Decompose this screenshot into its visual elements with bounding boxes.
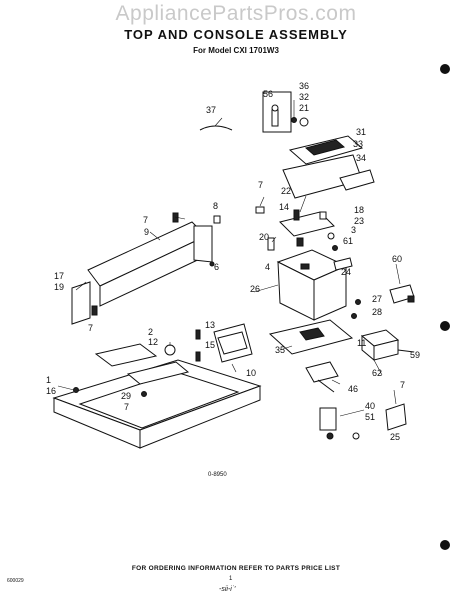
callout-31: 31 bbox=[356, 127, 366, 137]
callout-21: 21 bbox=[299, 103, 309, 113]
part-screws-36-32-21 bbox=[291, 100, 309, 127]
diagram-title: TOP AND CONSOLE ASSEMBLY bbox=[124, 27, 348, 42]
callout-33: 33 bbox=[353, 139, 363, 149]
callout-51: 51 bbox=[365, 412, 375, 422]
part-bracket-6 bbox=[209, 261, 215, 267]
callout-40: 40 bbox=[365, 401, 375, 411]
binder-hole-top bbox=[440, 64, 450, 74]
callout-60: 60 bbox=[392, 254, 402, 264]
callout-22: 22 bbox=[281, 186, 291, 196]
part-wire-59 bbox=[397, 349, 415, 353]
callout-36: 36 bbox=[299, 81, 309, 91]
part-panel-10 bbox=[213, 323, 253, 363]
part-bracket-25 bbox=[385, 403, 407, 431]
callout-37: 37 bbox=[206, 105, 216, 115]
part-fastener-20 bbox=[267, 237, 275, 251]
callout-7-console: 7 bbox=[258, 180, 263, 190]
callout-18: 18 bbox=[354, 205, 364, 215]
part-lid-2 bbox=[94, 343, 158, 367]
callout-25: 25 bbox=[390, 432, 400, 442]
part-wire-37 bbox=[199, 125, 233, 131]
callout-2: 2 bbox=[148, 327, 153, 337]
watermark: AppliancePartsPros.com bbox=[115, 2, 357, 25]
callout-62: 62 bbox=[372, 368, 382, 378]
part-clip-24 bbox=[333, 257, 353, 271]
part-hinges-12-13-15 bbox=[164, 329, 201, 362]
model-subtitle: For Model CXI 1701W3 bbox=[193, 46, 279, 55]
callout-59: 59 bbox=[410, 350, 420, 360]
part-console-plate-31 bbox=[288, 135, 364, 165]
callout-17: 17 bbox=[54, 271, 64, 281]
ordering-information: FOR ORDERING INFORMATION REFER TO PARTS … bbox=[131, 565, 341, 572]
callout-26: 26 bbox=[250, 284, 260, 294]
callout-15: 15 bbox=[205, 340, 215, 350]
callout-11: 11 bbox=[357, 338, 366, 348]
callout-7-right: 7 bbox=[400, 380, 405, 390]
part-screws-1-16-29 bbox=[73, 387, 147, 397]
callout-13: 13 bbox=[205, 320, 215, 330]
part-base-35 bbox=[268, 319, 354, 355]
callout-20: 20 bbox=[259, 232, 269, 242]
callout-23: 23 bbox=[354, 216, 364, 226]
callout-12: 12 bbox=[148, 337, 158, 347]
part-connector-60 bbox=[389, 284, 415, 304]
callout-27: 27 bbox=[372, 294, 382, 304]
corner-code: 600029 bbox=[7, 578, 24, 584]
part-end-cap-8 bbox=[213, 215, 221, 224]
callout-28: 28 bbox=[372, 307, 382, 317]
part-bracket-3-61 bbox=[327, 232, 338, 251]
part-console-34 bbox=[282, 154, 375, 199]
part-screws-27-28 bbox=[351, 299, 361, 319]
part-console-rail-9 bbox=[71, 221, 213, 325]
part-screw-7-upper bbox=[255, 206, 265, 214]
callout-7-top: 7 bbox=[124, 402, 129, 412]
drawing-number: 0-8950 bbox=[208, 472, 227, 478]
callout-7-rail: 7 bbox=[143, 215, 148, 225]
callout-34: 34 bbox=[356, 153, 366, 163]
callout-46: 46 bbox=[348, 384, 358, 394]
handwritten-note: -ѕіі-і˙′ bbox=[219, 586, 236, 593]
callout-35: 35 bbox=[275, 345, 285, 355]
callout-labels: 56 36 32 21 37 31 33 34 7 22 14 18 23 8 … bbox=[46, 81, 420, 442]
part-timer-box-26 bbox=[276, 249, 348, 321]
part-cup-62 bbox=[360, 329, 400, 362]
callout-9: 9 bbox=[144, 227, 149, 237]
callout-leaders bbox=[57, 117, 401, 417]
page-number: 1 bbox=[229, 576, 233, 582]
callout-32: 32 bbox=[299, 92, 309, 102]
callout-8: 8 bbox=[213, 201, 218, 211]
binder-hole-middle bbox=[440, 321, 450, 331]
part-bracket-56 bbox=[262, 91, 292, 133]
callout-3: 3 bbox=[351, 225, 356, 235]
part-top-panel bbox=[52, 359, 262, 449]
callout-24: 24 bbox=[341, 267, 351, 277]
callout-56: 56 bbox=[263, 89, 273, 99]
callout-1: 1 bbox=[46, 375, 51, 385]
callout-6: 6 bbox=[214, 262, 219, 272]
part-mount-plate-14 bbox=[279, 209, 335, 247]
callout-10: 10 bbox=[246, 368, 256, 378]
callout-7-left: 7 bbox=[88, 323, 93, 333]
binder-hole-bottom bbox=[440, 540, 450, 550]
callout-29: 29 bbox=[121, 391, 131, 401]
callout-16: 16 bbox=[46, 386, 56, 396]
part-lid-switch-40 bbox=[319, 407, 360, 440]
callout-61: 61 bbox=[343, 236, 353, 246]
callout-4: 4 bbox=[265, 262, 270, 272]
callout-14: 14 bbox=[279, 202, 289, 212]
part-switch-46 bbox=[305, 361, 339, 393]
callout-19: 19 bbox=[54, 282, 64, 292]
